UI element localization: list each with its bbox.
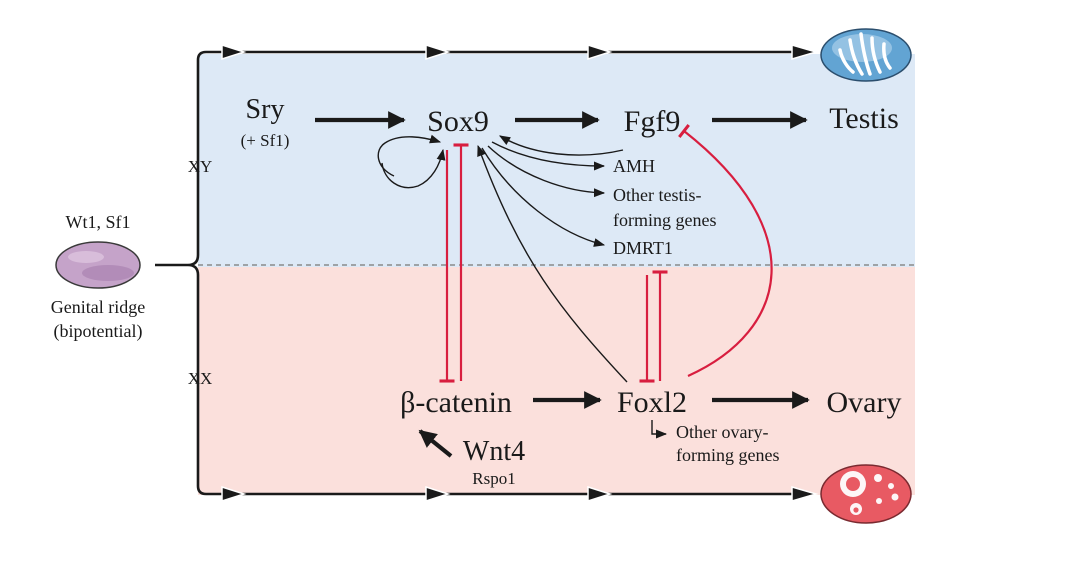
node-foxl2: Foxl2 xyxy=(617,386,687,419)
node-wnt4: Wnt4 xyxy=(463,436,525,467)
node-dmrt1: DMRT1 xyxy=(613,238,673,258)
origin-factors: Wt1, Sf1 xyxy=(66,212,131,232)
sox9-self-loop-tail xyxy=(381,148,446,189)
foxl2-to-sox9-arrow xyxy=(477,144,628,383)
node-fgf9: Fgf9 xyxy=(624,105,681,138)
node-testis: Testis xyxy=(829,102,899,135)
genital-ridge-icon xyxy=(55,241,141,289)
node-sry-note: (+ Sf1) xyxy=(241,131,290,150)
node-other-ovary-line1: Other ovary- xyxy=(676,422,768,442)
sox9-to-amh-arrow xyxy=(491,141,606,171)
thin-activation-arrows xyxy=(377,134,668,439)
main-activation-arrows xyxy=(315,111,810,458)
sox9-to-other-testis-arrow xyxy=(487,145,606,198)
node-other-testis-line1: Other testis- xyxy=(613,185,701,205)
origin-label-line1: Genital ridge xyxy=(51,297,145,317)
wnt4-to-catenin-arrow xyxy=(418,429,453,458)
origin-label-line2: (bipotential) xyxy=(54,321,143,342)
xy-branch-label: XY xyxy=(188,157,213,176)
node-sox9: Sox9 xyxy=(427,105,489,138)
foxl2-to-other-ovary-arrow xyxy=(651,420,668,439)
sox9-to-dmrt1-arrow xyxy=(481,147,606,247)
track-arrowheads xyxy=(221,43,819,503)
xy-region xyxy=(198,54,915,267)
node-other-ovary-line2: forming genes xyxy=(676,445,779,465)
node-rspo1: Rspo1 xyxy=(472,469,515,488)
node-other-testis-line2: forming genes xyxy=(613,210,716,230)
branch-bracket xyxy=(155,50,808,496)
foxl2-inhibits-fgf9 xyxy=(678,123,773,378)
node-ovary: Ovary xyxy=(827,386,902,419)
node-amh: AMH xyxy=(613,156,655,176)
ovary-icon xyxy=(820,464,912,524)
inhibition-lines xyxy=(439,123,773,383)
node-beta-catenin: β-catenin xyxy=(400,386,512,419)
fgf9-to-sox9-feedback xyxy=(499,135,624,156)
xx-region xyxy=(198,267,915,495)
testis-icon xyxy=(820,28,912,82)
node-sry: Sry xyxy=(246,94,285,125)
xx-branch-label: XX xyxy=(188,369,213,388)
